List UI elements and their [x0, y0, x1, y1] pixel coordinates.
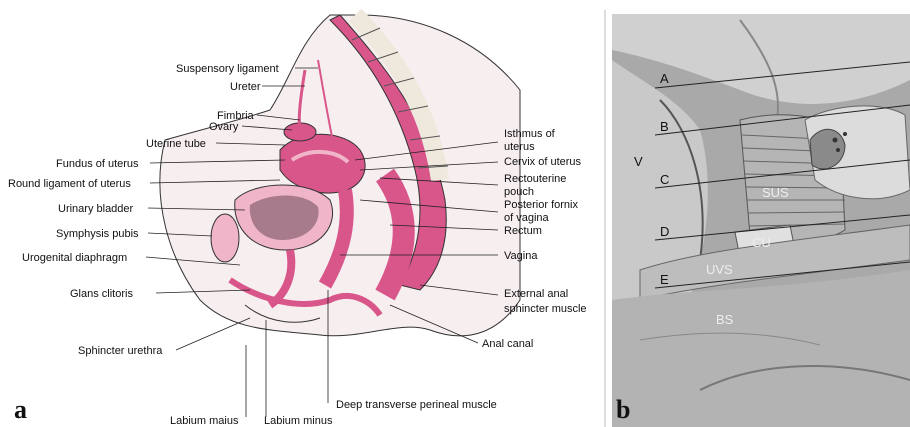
region-label-sus: SUS: [762, 185, 789, 200]
label-posterior-fornix-line1: Posterior fornix: [504, 199, 578, 211]
label-symphysis-pubis: Symphysis pubis: [56, 228, 139, 240]
label-fundus-of-uterus: Fundus of uterus: [56, 158, 139, 170]
label-isthmus-line1: Isthmus of: [504, 128, 556, 140]
label-external-anal-line1: External anal: [504, 288, 568, 300]
label-ovary: Ovary: [209, 121, 239, 133]
label-ureter: Ureter: [230, 81, 261, 93]
panel-a-label: a: [14, 395, 27, 424]
label-suspensory-ligament: Suspensory ligament: [176, 63, 279, 75]
label-posterior-fornix-line2: of vagina: [504, 212, 550, 224]
label-external-anal-line2: sphincter muscle: [504, 303, 587, 315]
label-urinary-bladder: Urinary bladder: [58, 203, 134, 215]
line-label-d: D: [660, 224, 669, 239]
line-label-c: C: [660, 172, 669, 187]
label-vagina: Vagina: [504, 250, 538, 262]
region-label-cu: CU: [752, 235, 771, 250]
label-glans-clitoris: Glans clitoris: [70, 288, 133, 300]
label-rectouterine-line1: Rectouterine: [504, 173, 566, 185]
label-labium-maius: Labium maius: [170, 415, 239, 427]
region-label-bs: BS: [716, 312, 734, 327]
panel-b-label: b: [616, 395, 630, 424]
line-label-a: A: [660, 71, 669, 86]
line-label-e: E: [660, 272, 669, 287]
region-label-v: V: [634, 154, 643, 169]
label-rectum: Rectum: [504, 225, 542, 237]
label-anal-canal: Anal canal: [482, 338, 533, 350]
label-isthmus-line2: uterus: [504, 141, 535, 153]
label-labium-minus: Labium minus: [264, 415, 333, 427]
panel-b-illustration: [612, 14, 910, 427]
label-uterine-tube: Uterine tube: [146, 138, 206, 150]
label-sphincter-urethra: Sphincter urethra: [78, 345, 163, 357]
label-cervix-of-uterus: Cervix of uterus: [504, 156, 582, 168]
region-label-uvs: UVS: [706, 262, 733, 277]
label-rectouterine-line2: pouch: [504, 186, 534, 198]
label-urogenital-diaphragm: Urogenital diaphragm: [22, 252, 127, 264]
line-label-b: B: [660, 119, 669, 134]
label-round-ligament: Round ligament of uterus: [8, 178, 131, 190]
label-deep-transverse-perineal-muscle: Deep transverse perineal muscle: [336, 399, 497, 411]
